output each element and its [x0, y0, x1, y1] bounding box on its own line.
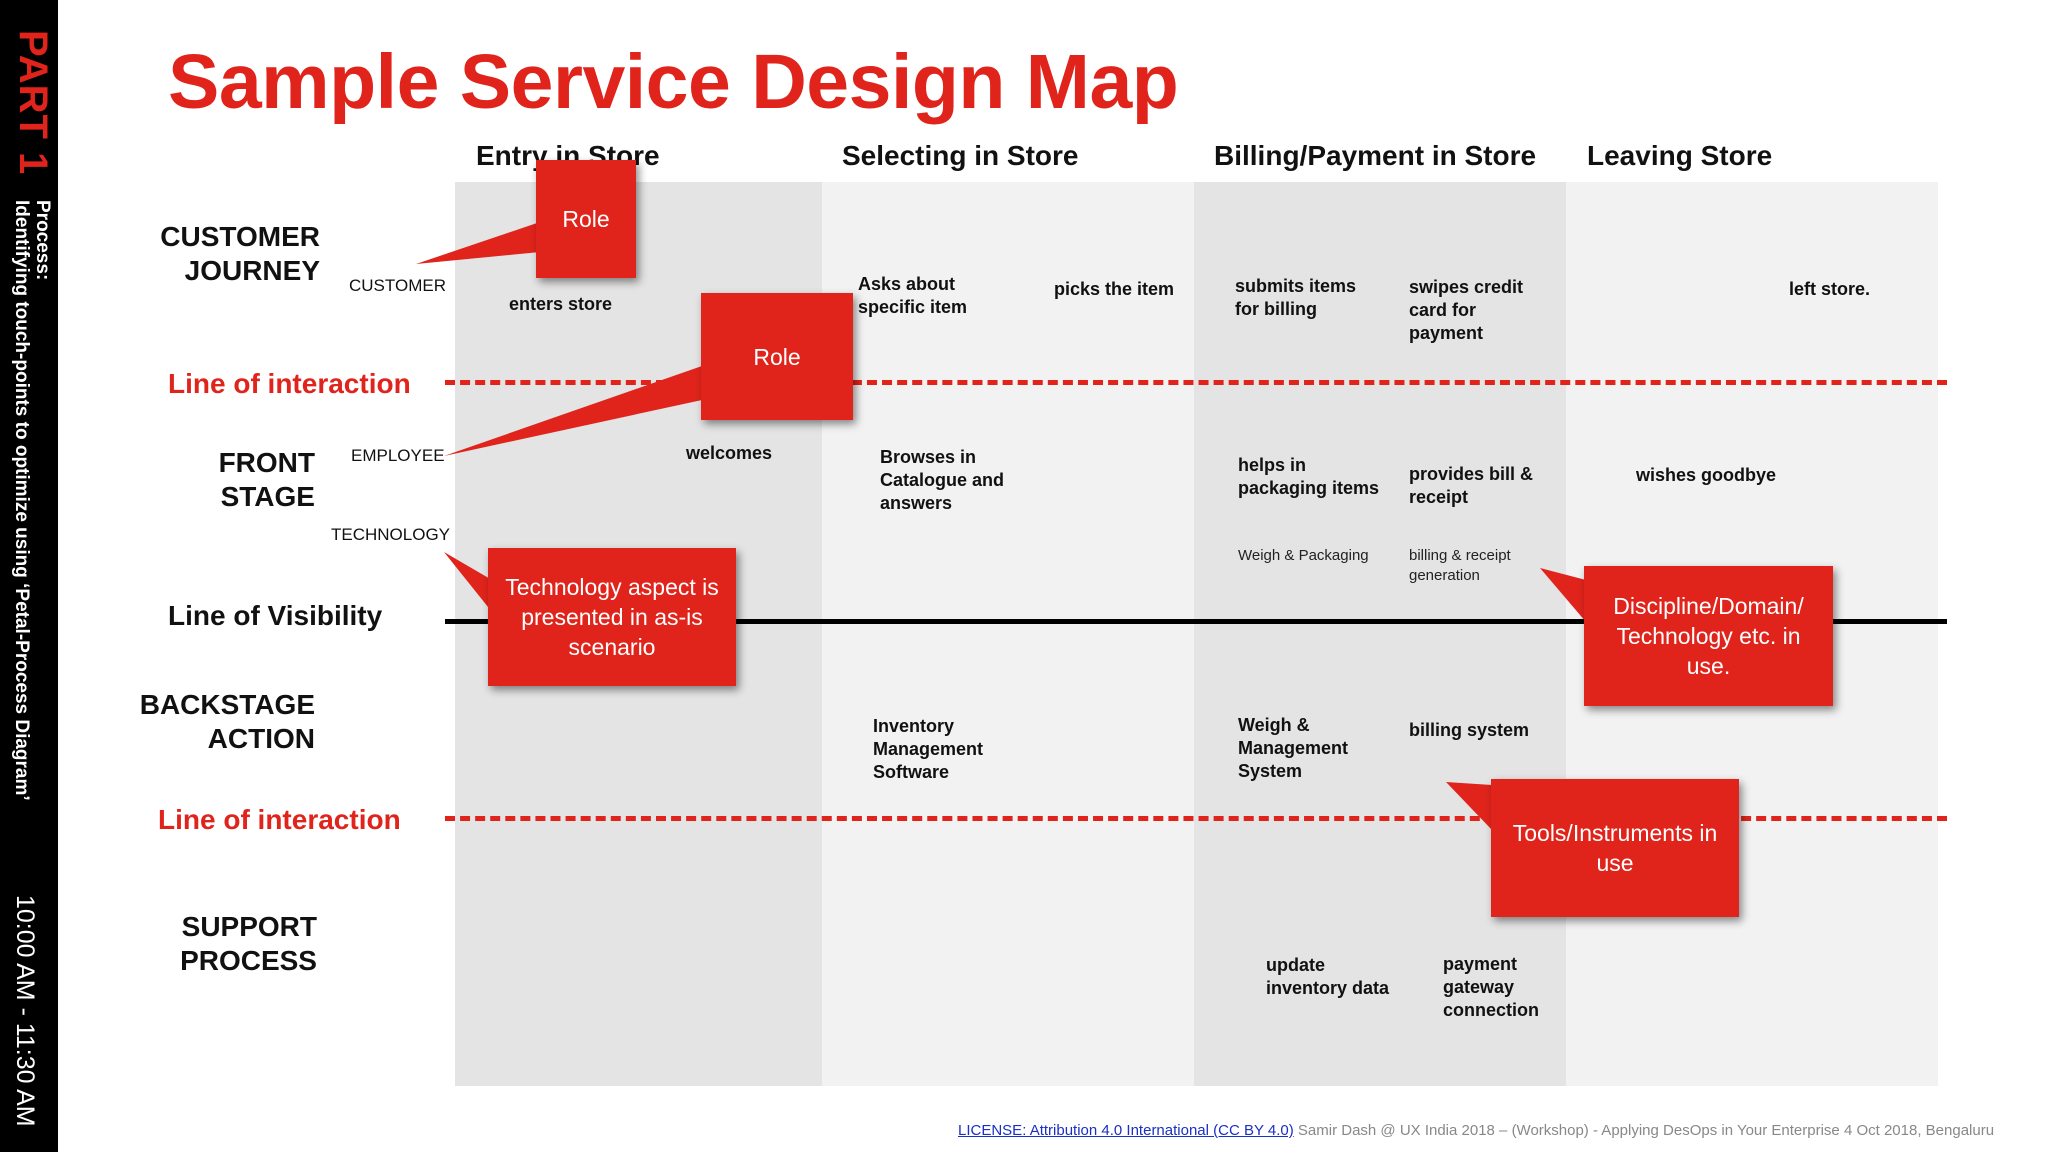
discipline-pointer — [1540, 568, 1586, 622]
cell-browses: Browses in Catalogue and answers — [880, 447, 1005, 513]
role-2-pointer — [444, 366, 702, 456]
role-technology-label: TECHNOLOGY — [331, 525, 451, 544]
cell-weigh-packaging: Weigh & Packaging — [1238, 547, 1369, 564]
process-description: Identifying touch-points to optimize usi… — [11, 200, 32, 801]
footer: LICENSE: Attribution 4.0 International (… — [958, 1122, 1994, 1139]
line-of-visibility-label: Line of Visibility — [168, 600, 383, 631]
row-customer-journey: CUSTOMER JOURNEY — [160, 221, 320, 286]
row-support-process: SUPPORT PROCESS — [180, 911, 317, 976]
time-label: 10:00 AM - 11:30 AM — [11, 895, 39, 1127]
callout-role-2: Role — [701, 293, 853, 420]
cell-enters-store: enters store — [509, 294, 613, 314]
role-employee-label: EMPLOYEE — [351, 446, 445, 465]
cell-weigh-management: Weigh & Management System — [1238, 715, 1349, 781]
cell-helps-packaging: helps in packaging items — [1238, 455, 1380, 498]
cell-welcomes: welcomes — [686, 443, 773, 463]
cell-wishes-goodbye: wishes goodbye — [1636, 465, 1777, 485]
callout-role-1: Role — [536, 160, 636, 278]
part-label: PART 1 — [11, 30, 55, 176]
callout-technology-aspect: Technology aspect is presented in as-is … — [488, 548, 736, 686]
phase-leaving: Leaving Store — [1587, 140, 1773, 171]
row-front-stage: FRONT STAGE — [218, 447, 315, 512]
line-of-interaction-top-label: Line of interaction — [168, 368, 411, 399]
role-1-pointer — [416, 222, 540, 264]
license-link[interactable]: LICENSE: Attribution 4.0 International (… — [958, 1122, 1294, 1139]
line-of-interaction-bottom — [445, 816, 1947, 821]
cell-payment-gateway: payment gateway connection — [1443, 954, 1540, 1020]
column-billing-bg — [1194, 182, 1566, 1086]
technology-aspect-pointer — [444, 552, 500, 622]
side-band: PART 1 Process: Identifying touch-points… — [0, 0, 58, 1152]
tools-pointer — [1446, 782, 1492, 830]
row-backstage-action: BACKSTAGE ACTION — [139, 689, 315, 754]
cell-update-inventory: update inventory data — [1266, 955, 1390, 998]
line-of-interaction-bottom-label: Line of interaction — [158, 804, 401, 835]
cell-swipes-card: swipes credit card for payment — [1409, 277, 1524, 343]
phase-selecting: Selecting in Store — [842, 140, 1079, 171]
cell-submits-items: submits items for billing — [1235, 276, 1357, 319]
cell-inventory-software: Inventory Management Software — [873, 716, 984, 782]
callout-discipline: Discipline/Domain/ Technology etc. in us… — [1584, 566, 1833, 706]
cell-left-store: left store. — [1789, 279, 1871, 299]
callout-tools: Tools/Instruments in use — [1491, 779, 1739, 917]
phase-billing: Billing/Payment in Store — [1214, 140, 1537, 171]
cell-asks-about: Asks about specific item — [858, 274, 968, 317]
cell-picks-item: picks the item — [1054, 279, 1175, 299]
cell-provides-bill: provides bill & receipt — [1409, 464, 1534, 507]
role-customer-label: CUSTOMER — [349, 276, 446, 295]
column-selecting-bg — [822, 182, 1194, 1086]
cell-billing-system: billing system — [1409, 720, 1530, 740]
cell-billing-receipt-generation: billing & receipt generation — [1409, 547, 1511, 584]
line-of-interaction-top — [445, 380, 1947, 385]
page-title: Sample Service Design Map — [168, 39, 1179, 125]
line-of-visibility — [445, 619, 1947, 624]
process-label: Process: — [32, 200, 53, 281]
footer-credit: Samir Dash @ UX India 2018 – (Workshop) … — [1293, 1122, 1995, 1139]
